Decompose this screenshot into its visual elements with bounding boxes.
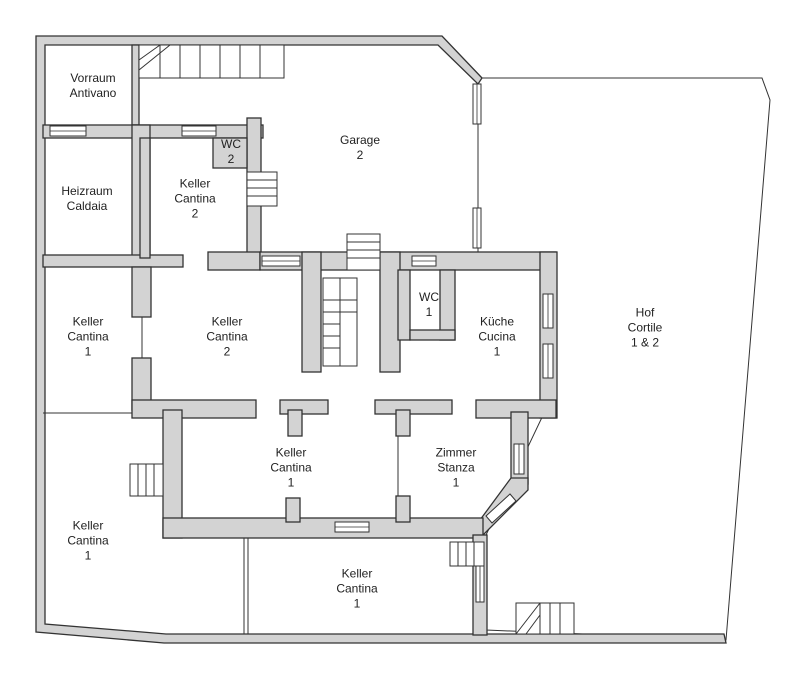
wall-keller2-left xyxy=(139,137,151,259)
window-diagonal xyxy=(485,493,517,524)
wall-wc2 xyxy=(212,137,248,169)
wall-row-lower-mid xyxy=(279,399,329,415)
stair-courtyard xyxy=(515,602,575,635)
window-bottom-right xyxy=(475,561,485,603)
window-garage-right-a xyxy=(472,83,482,125)
wall-stub-bottom-a xyxy=(285,497,301,523)
wall-row-bottom xyxy=(162,517,484,539)
wall-keller2-bottom xyxy=(207,251,261,271)
window-bottom xyxy=(334,521,370,533)
window-corridor xyxy=(261,255,301,267)
outer-wall xyxy=(35,35,727,644)
window-garage-left xyxy=(181,125,217,137)
window-garage-right-b xyxy=(472,207,482,249)
wall-row-lower-right xyxy=(374,399,453,415)
stair-corridor-top xyxy=(346,233,381,271)
stair-top-left xyxy=(138,44,285,79)
wall-stub-center xyxy=(287,409,303,437)
stair-lower-left xyxy=(129,463,164,497)
wall-wc1-bottom xyxy=(409,329,456,341)
window-vorraum xyxy=(49,125,87,137)
window-wc1 xyxy=(411,255,437,267)
stair-central xyxy=(322,277,358,367)
wall-stub-bottom-b xyxy=(395,495,411,523)
wall-vorraum-right xyxy=(131,44,140,126)
wall-keller1-left xyxy=(131,266,152,318)
window-zimmer xyxy=(513,443,525,475)
window-kueche-b xyxy=(542,343,554,379)
wall-row-mid xyxy=(42,254,184,268)
wall-wc1-left xyxy=(397,269,411,341)
wall-row-lower xyxy=(131,399,257,419)
wall-stair-left xyxy=(301,251,322,373)
window-kueche-a xyxy=(542,293,554,329)
wall-stair-right xyxy=(379,251,401,373)
courtyard-outline xyxy=(477,77,771,641)
wall-right-outer xyxy=(539,251,558,419)
stair-keller2 xyxy=(246,171,278,207)
wall-divider-zimmer xyxy=(395,409,411,437)
stair-bottom-right xyxy=(449,541,485,567)
